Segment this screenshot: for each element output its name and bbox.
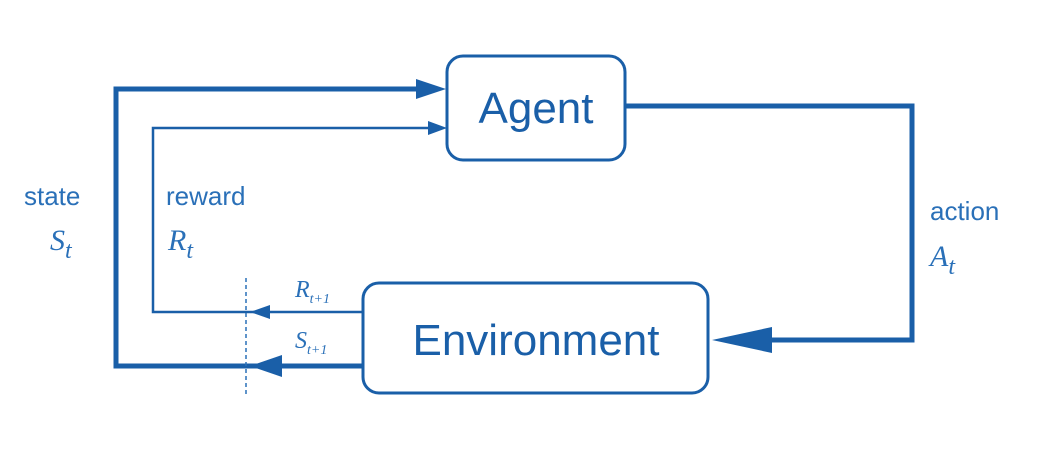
reward-symbol: Rt (167, 224, 194, 264)
environment-box: Environment (361, 281, 710, 395)
state-symbol: St (50, 224, 73, 264)
environment-label: Environment (412, 316, 659, 365)
next-state-symbol: St+1 (295, 328, 327, 358)
next-reward-symbol: Rt+1 (294, 277, 330, 307)
action-arrow (625, 103, 915, 353)
agent-box: Agent (445, 54, 627, 162)
state-label: state (24, 181, 80, 211)
next-reward-arrowhead (250, 305, 270, 319)
action-label: action (930, 196, 999, 226)
state-arrow (113, 79, 446, 369)
action-symbol: At (928, 240, 956, 280)
agent-label: Agent (479, 84, 594, 133)
next-state-arrowhead (250, 355, 282, 377)
reward-label: reward (166, 181, 245, 211)
